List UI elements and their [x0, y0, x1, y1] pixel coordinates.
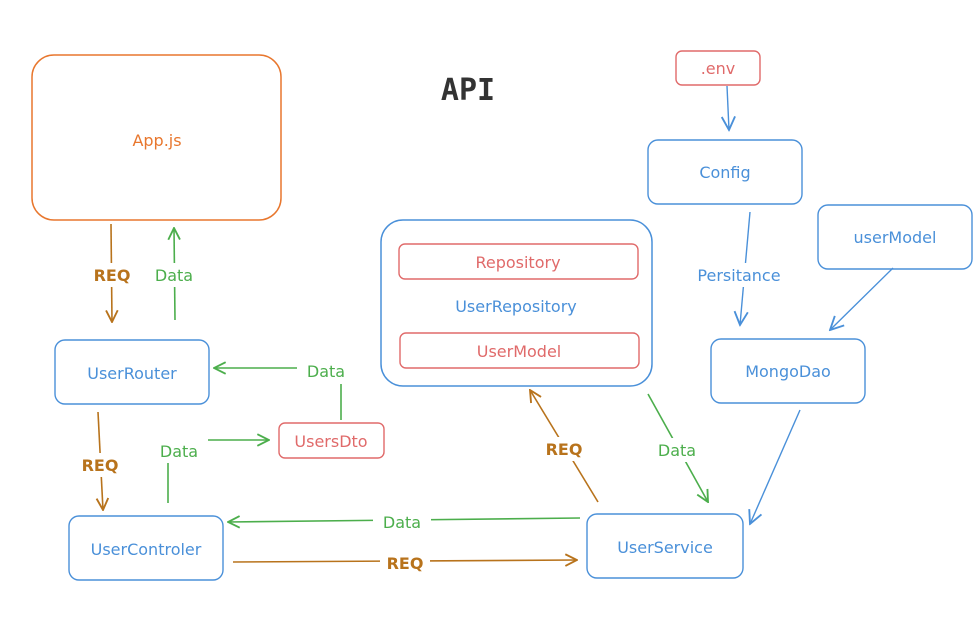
- mongo-to-service-arrow: [750, 409, 801, 524]
- app-js-node: App.js: [31, 54, 282, 221]
- users-dto-label: UsersDto: [294, 432, 367, 451]
- service-controler-data-label: Data: [383, 513, 421, 532]
- repository-label: Repository: [475, 253, 560, 272]
- env-node: .env: [675, 50, 761, 86]
- user-service-label: UserService: [617, 538, 713, 557]
- config-node: Config: [647, 139, 803, 205]
- env-to-config-arrow: [727, 85, 729, 130]
- user-repository-label: UserRepository: [455, 297, 577, 316]
- user-model-node: userModel: [817, 204, 973, 270]
- app-js-label: App.js: [132, 131, 181, 150]
- app-router-req-label: REQ: [94, 266, 131, 285]
- dto-router-data-label: Data: [307, 362, 345, 381]
- user-router-node: UserRouter: [54, 339, 210, 405]
- user-router-label: UserRouter: [87, 364, 177, 383]
- user-model-inner-box: [399, 332, 640, 369]
- mongo-dao-node: MongoDao: [710, 338, 866, 404]
- router-app-data-label: Data: [155, 266, 193, 285]
- user-model-inner-label: UserModel: [477, 342, 562, 361]
- repo-service-data-label: Data: [658, 441, 696, 460]
- user-model-label: userModel: [854, 228, 937, 247]
- user-model-to-mongo-arrow: [830, 267, 894, 330]
- user-controler-node: UserControler: [68, 515, 224, 581]
- user-repository-node: Repository UserRepository UserModel: [380, 219, 653, 387]
- config-label: Config: [699, 163, 750, 182]
- diagram-title: API: [441, 73, 495, 108]
- mongo-dao-label: MongoDao: [745, 362, 831, 381]
- router-controler-req-label: REQ: [82, 456, 119, 475]
- controler-service-req-label: REQ: [387, 554, 424, 573]
- user-controler-label: UserControler: [91, 540, 202, 559]
- service-repo-req-label: REQ: [546, 440, 583, 459]
- user-service-node: UserService: [586, 513, 744, 579]
- repository-box: [398, 243, 639, 280]
- controler-dto-data-label: Data: [160, 442, 198, 461]
- users-dto-node: UsersDto: [278, 422, 385, 459]
- persitance-label: Persitance: [697, 266, 780, 285]
- env-label: .env: [701, 59, 736, 78]
